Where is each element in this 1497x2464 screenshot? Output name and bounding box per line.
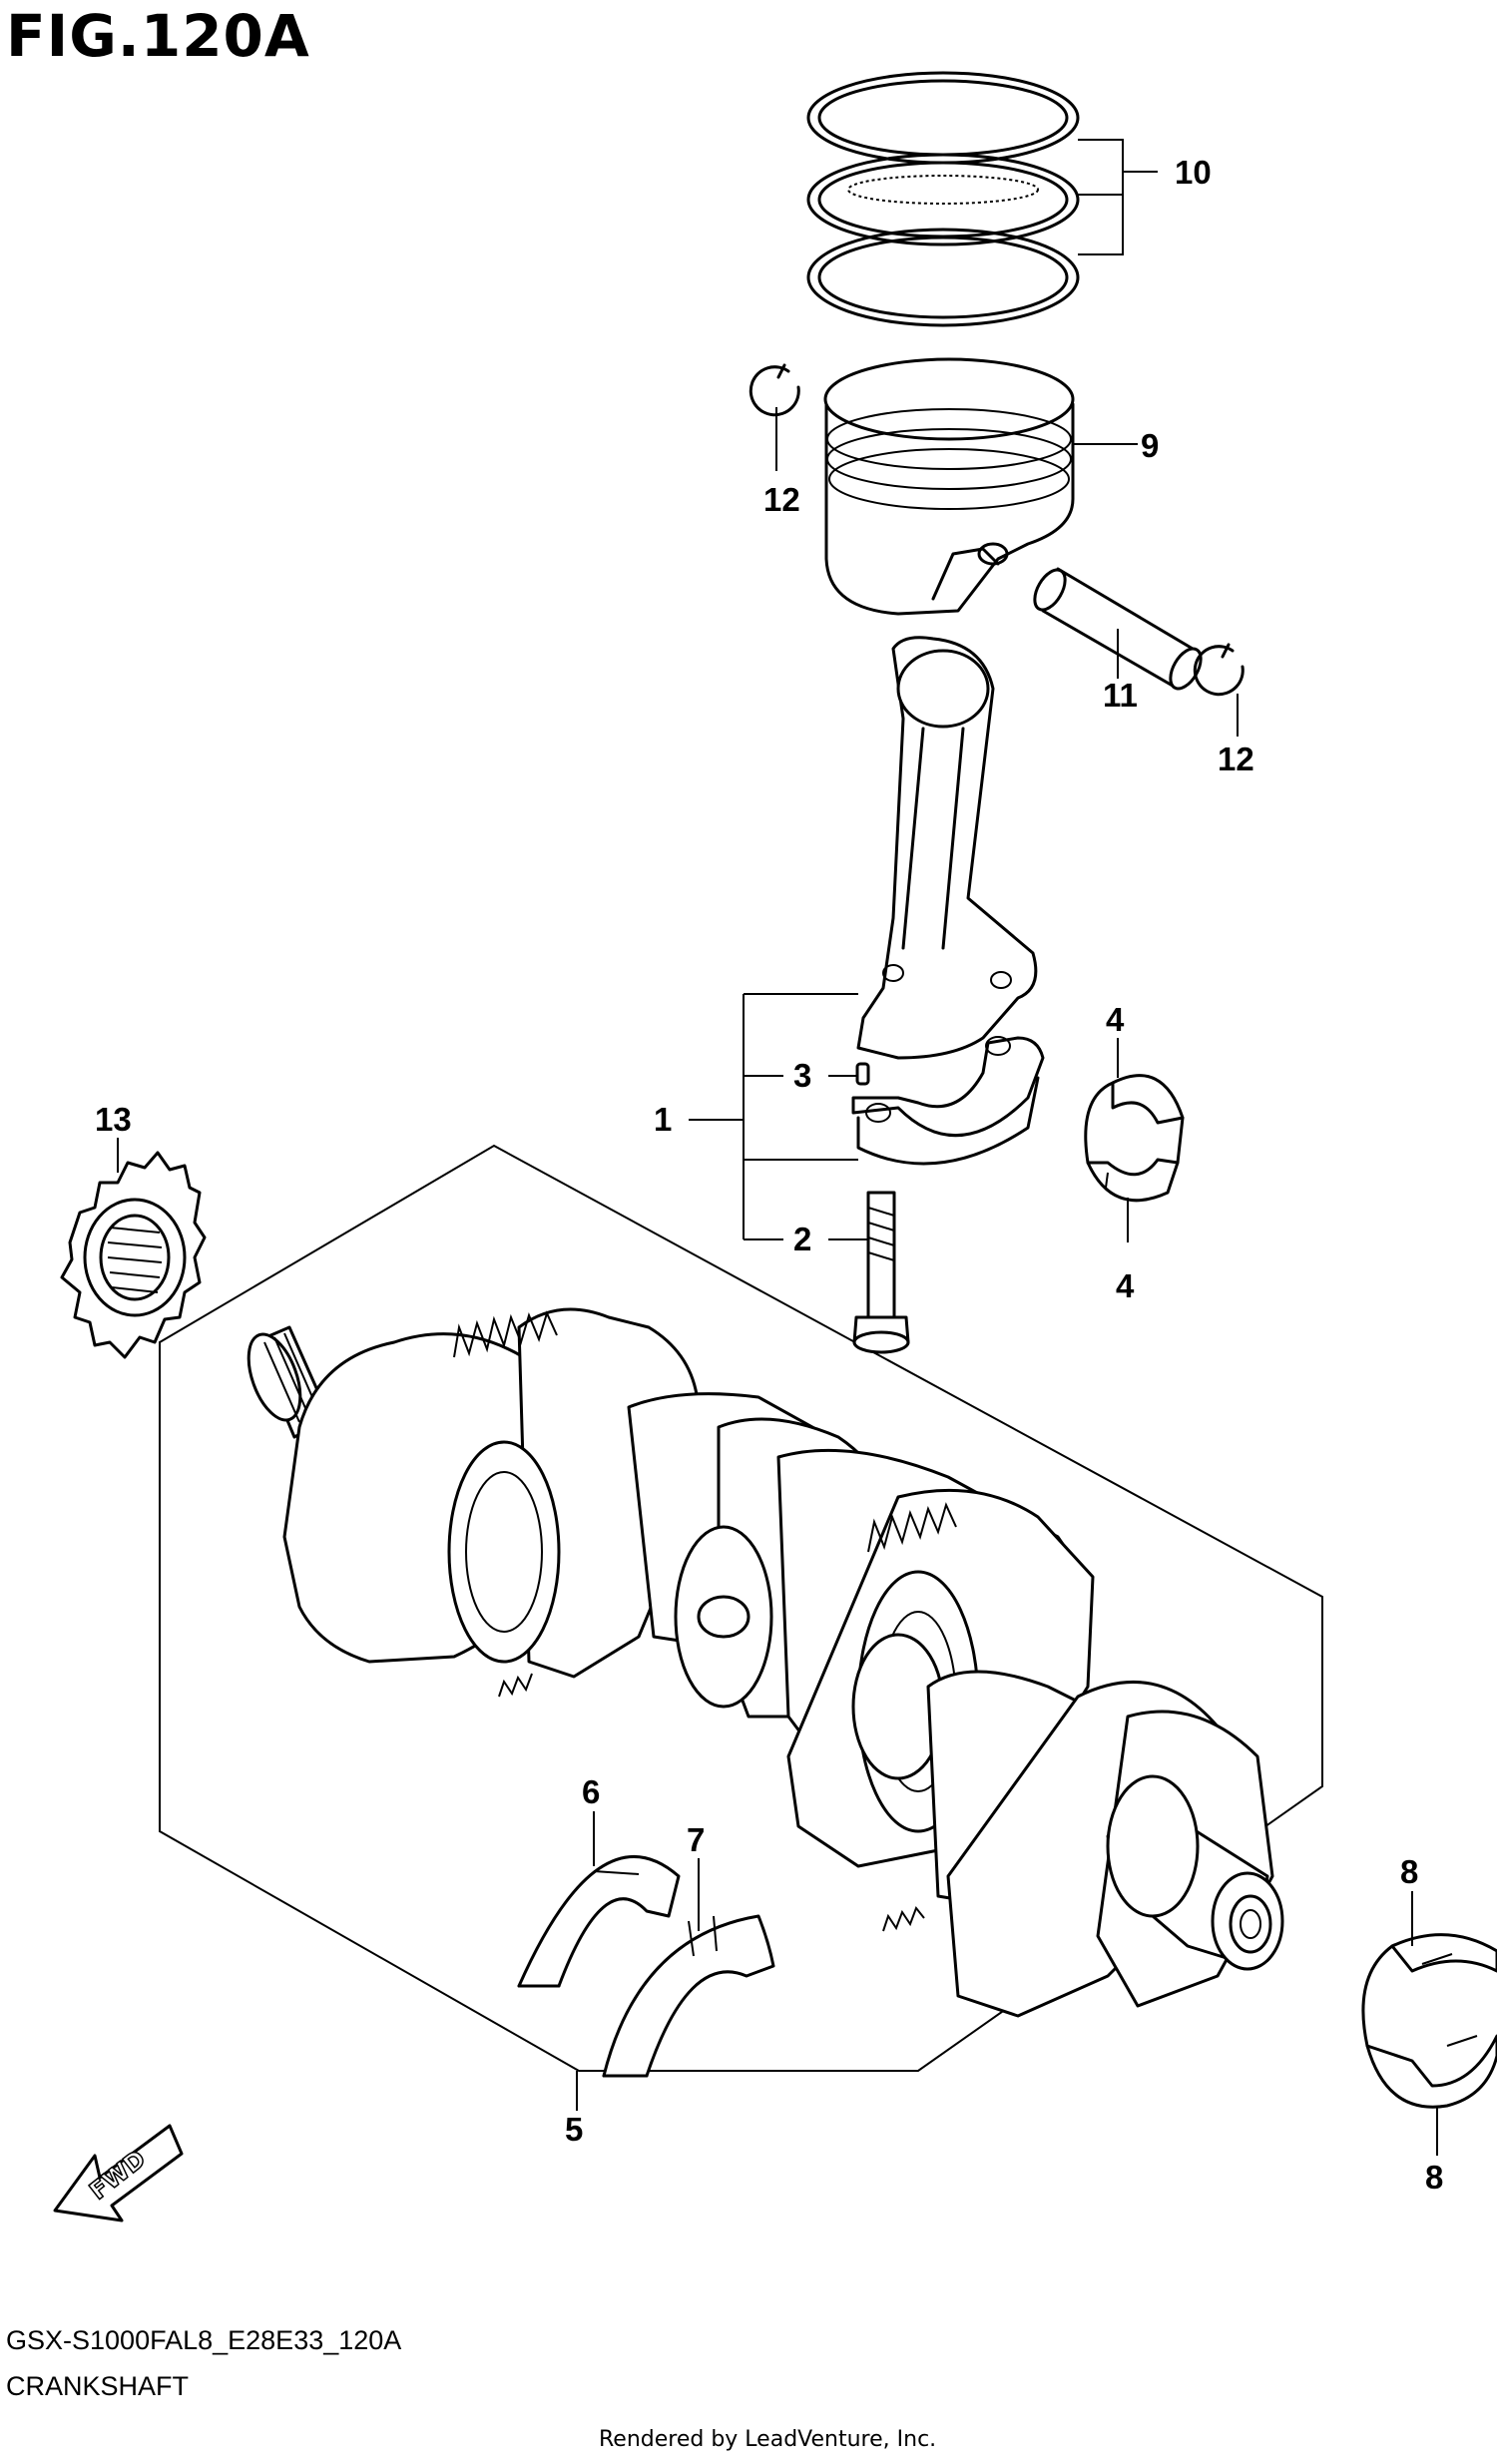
callout-11: 11 — [1103, 677, 1138, 714]
callout-6: 6 — [582, 1773, 600, 1810]
crank-sprocket[interactable] — [60, 1151, 207, 1359]
callout-4-top: 4 — [1106, 1001, 1125, 1038]
render-credit: Rendered by LeadVenture, Inc. — [599, 2427, 937, 2452]
crankshaft[interactable] — [239, 1307, 1284, 2018]
callout-8-bottom: 8 — [1425, 2159, 1443, 2196]
forward-direction-arrow: FWD — [53, 2124, 184, 2222]
callout-9: 9 — [1141, 427, 1159, 464]
piston[interactable] — [823, 357, 1075, 616]
diagram-code: GSX-S1000FAL8_E28E33_120A — [6, 2325, 402, 2355]
rod-bearing[interactable] — [1084, 1074, 1185, 1203]
callout-3: 3 — [793, 1057, 811, 1094]
rod-bolt[interactable] — [852, 1191, 910, 1354]
thrust-bearing-7[interactable] — [602, 1914, 775, 2078]
callout-2: 2 — [793, 1221, 811, 1257]
piston-rings[interactable] — [806, 71, 1080, 327]
callout-8-top: 8 — [1400, 1853, 1418, 1890]
callout-4-bottom: 4 — [1116, 1267, 1135, 1304]
thrust-bearing-6[interactable] — [517, 1854, 681, 1988]
circlip-left[interactable] — [748, 363, 800, 417]
main-bearing[interactable] — [1361, 1933, 1497, 2109]
circlip-right[interactable] — [1193, 643, 1245, 697]
callout-13: 13 — [95, 1101, 132, 1138]
connecting-rod[interactable] — [851, 636, 1045, 1166]
callout-7: 7 — [687, 1821, 705, 1858]
callout-1: 1 — [654, 1101, 672, 1138]
leader-lines — [117, 139, 1438, 2156]
callout-12-left: 12 — [763, 481, 800, 518]
figure-title: FIG.120A — [6, 2, 310, 70]
callout-10: 10 — [1175, 154, 1212, 191]
callout-5: 5 — [565, 2111, 583, 2148]
diagram-name: CRANKSHAFT — [6, 2371, 190, 2401]
callout-12-right: 12 — [1218, 740, 1254, 777]
